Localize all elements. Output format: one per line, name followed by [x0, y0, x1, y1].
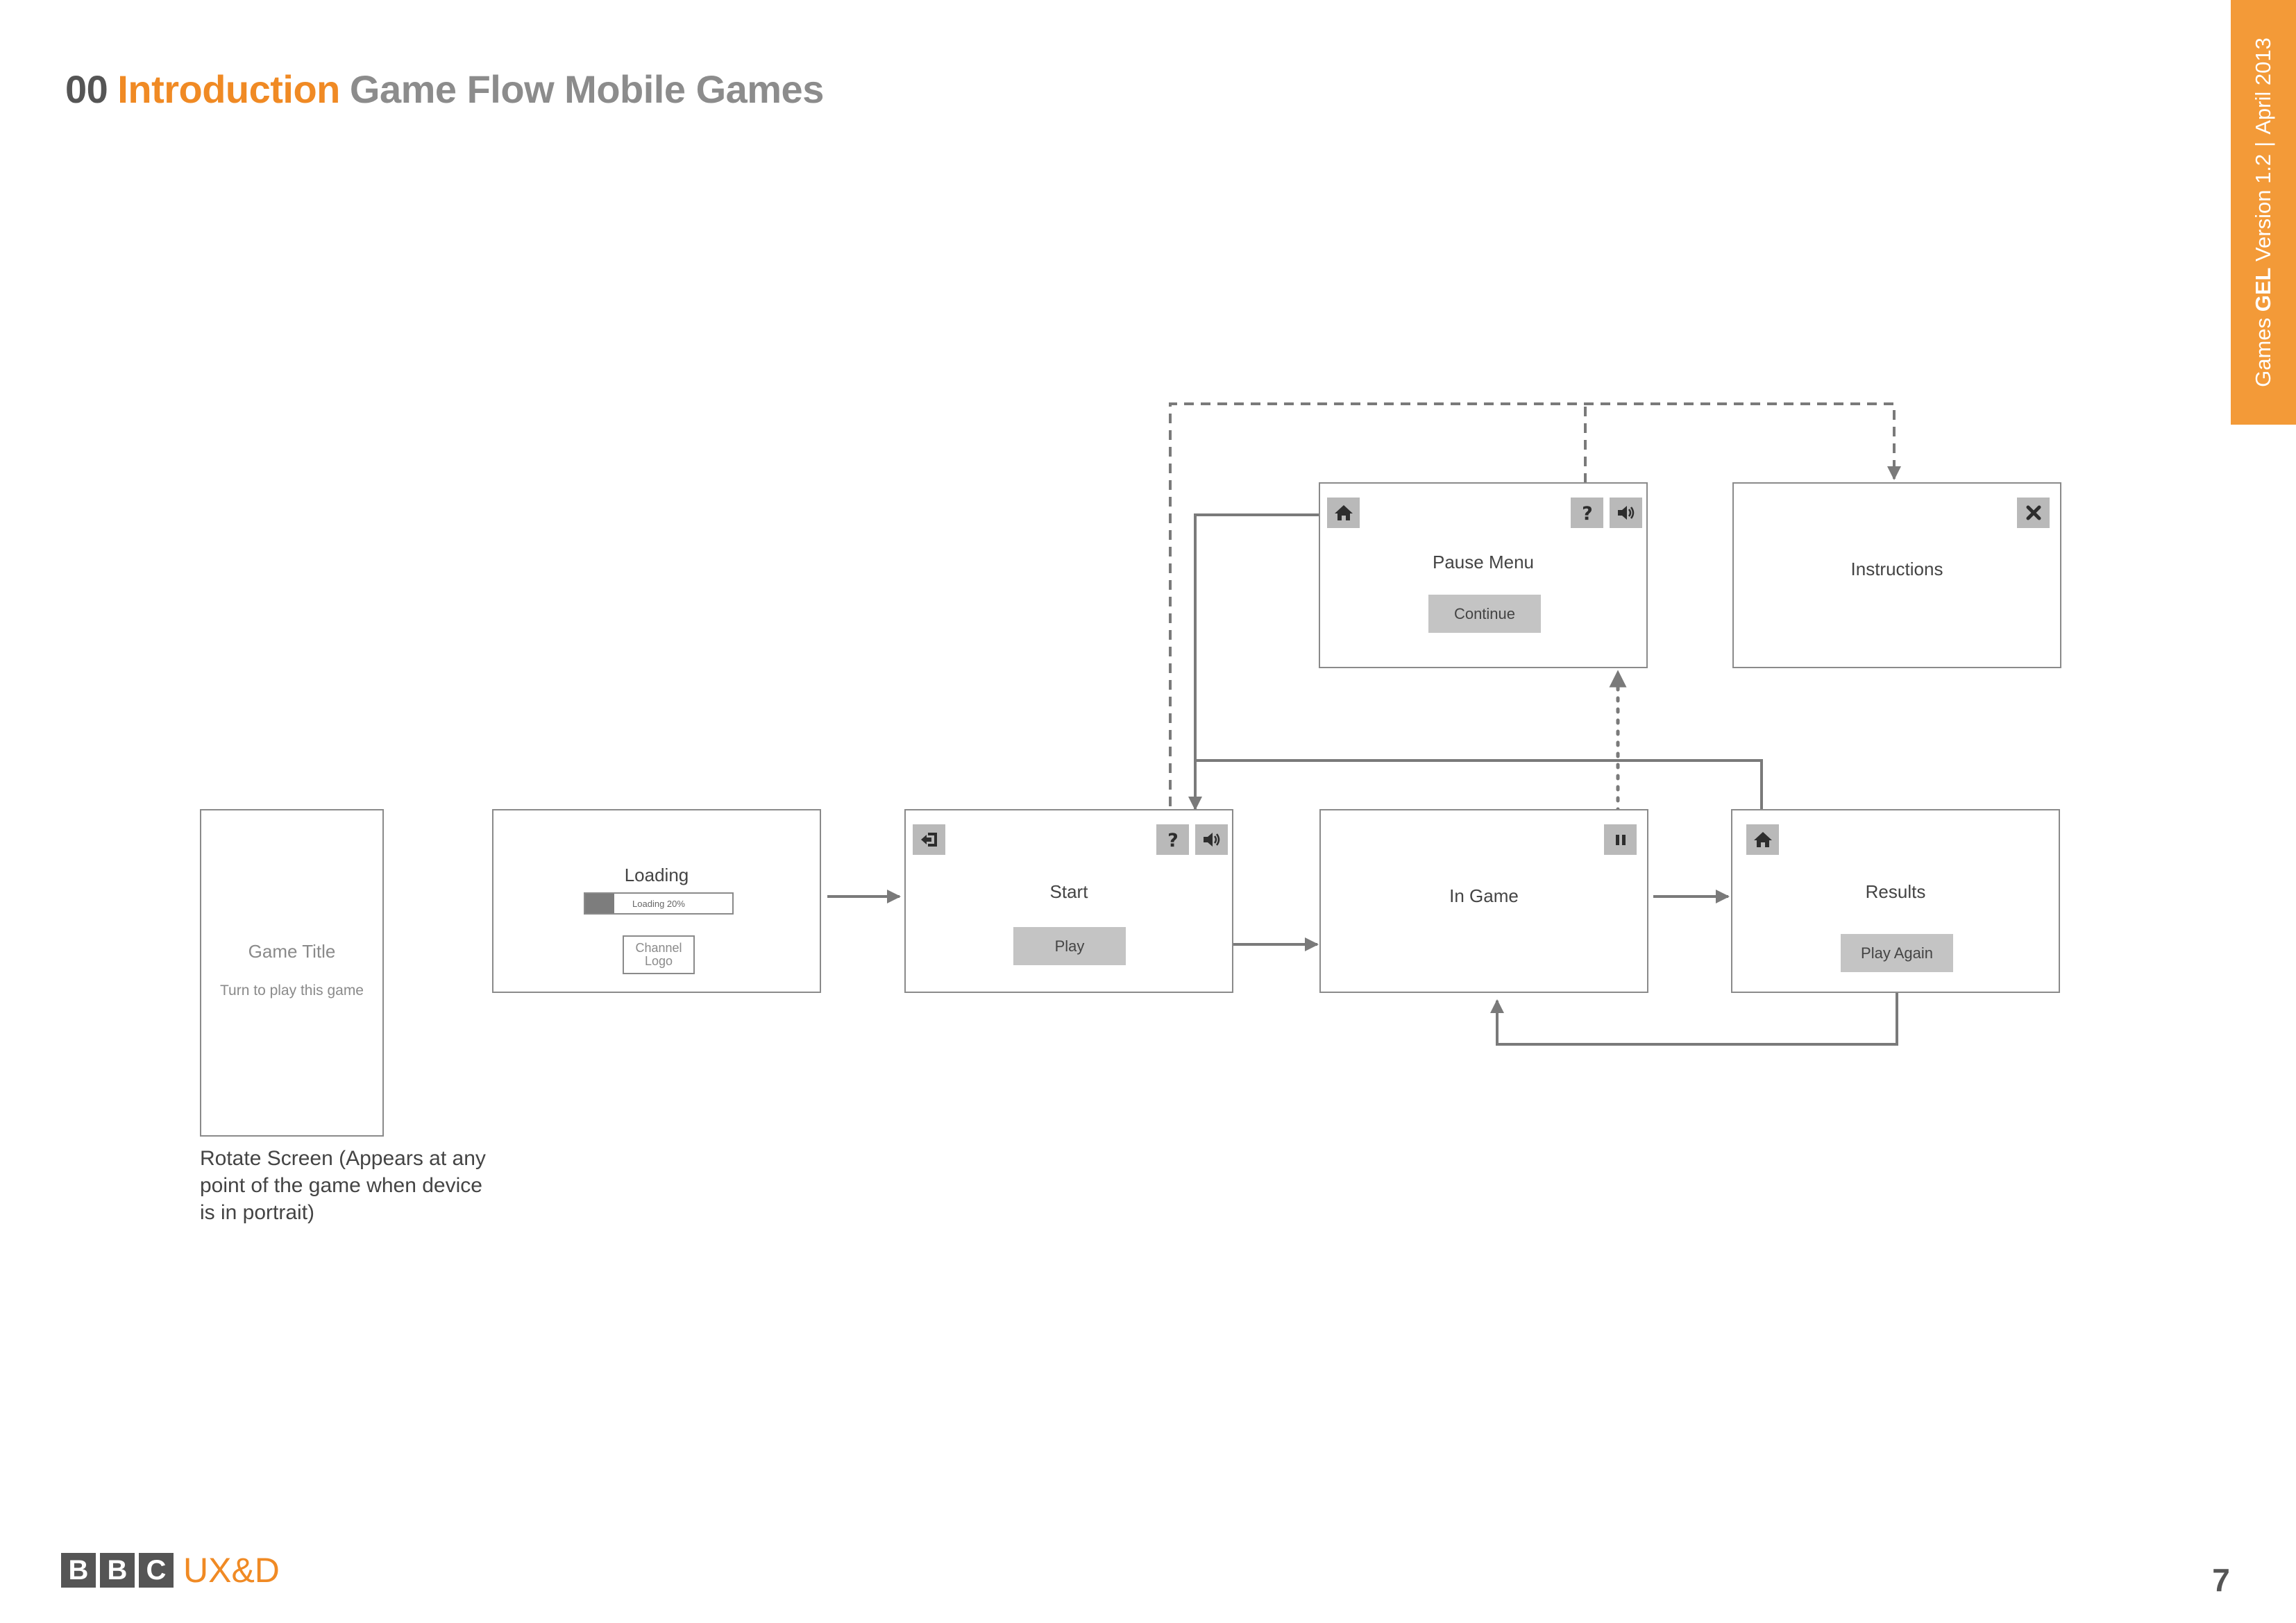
start-label: Start [1049, 881, 1088, 902]
in-game-label: In Game [1449, 885, 1519, 906]
svg-text:?: ? [1167, 830, 1179, 850]
pause-icon[interactable] [1604, 824, 1637, 855]
in-game-screen: In Game [1319, 809, 1648, 993]
play-again-button[interactable]: Play Again [1841, 934, 1953, 972]
play-button[interactable]: Play [1013, 927, 1126, 965]
results-label: Results [1865, 881, 1926, 902]
uxd-text: UX&D [183, 1551, 280, 1590]
bbc-uxd-logo: B B C UX&D [61, 1553, 280, 1588]
sound-icon[interactable] [1610, 498, 1642, 528]
side-tab: Games GEL Version 1.2|April 2013 [2231, 0, 2296, 425]
section-number: 00 [65, 67, 108, 111]
arrow-playagain-to-ingame [1490, 971, 1898, 1046]
results-screen: Results Play Again [1731, 809, 2060, 993]
start-screen: ? Start Play [904, 809, 1233, 993]
bbc-letter: C [139, 1553, 174, 1588]
home-icon[interactable] [1327, 498, 1360, 528]
svg-text:?: ? [1582, 503, 1593, 523]
rotate-game-title: Game Title [248, 941, 336, 962]
loading-progress-bar: Loading 20% [584, 892, 734, 915]
rotate-caption: Rotate Screen (Appears at any point of t… [200, 1147, 486, 1224]
bbc-letter: B [100, 1553, 135, 1588]
bbc-letter: B [61, 1553, 96, 1588]
section-name: Introduction [117, 67, 340, 111]
channel-logo: Channel Logo [623, 935, 695, 974]
sound-icon[interactable] [1195, 824, 1228, 855]
instructions-label: Instructions [1850, 559, 1943, 579]
loading-screen: Loading Loading 20% Channel Logo [492, 809, 821, 993]
page-subtitle: Game Flow Mobile Games [349, 67, 824, 111]
page-number: 7 [2212, 1562, 2230, 1598]
dashed-help-to-instructions [1169, 402, 1901, 823]
instructions-screen: Instructions [1732, 482, 2061, 668]
pause-menu-label: Pause Menu [1433, 552, 1534, 572]
continue-button[interactable]: Continue [1428, 595, 1541, 633]
loading-progress-fill [585, 894, 615, 913]
help-icon[interactable]: ? [1571, 498, 1603, 528]
home-icon[interactable] [1746, 824, 1779, 855]
pause-menu-screen: ? Pause Menu Continue [1319, 482, 1648, 668]
exit-icon[interactable] [913, 824, 945, 855]
arrow-home-to-start [1188, 513, 1328, 810]
rotate-screen: Game Title Turn to play this game [200, 809, 384, 1137]
loading-progress-text: Loading 20% [632, 898, 685, 909]
help-icon[interactable]: ? [1156, 824, 1189, 855]
close-icon[interactable] [2017, 498, 2050, 528]
loading-label: Loading [624, 865, 689, 885]
rotate-instruction: Turn to play this game [220, 983, 364, 999]
line-results-home-to-start [1195, 759, 1763, 824]
